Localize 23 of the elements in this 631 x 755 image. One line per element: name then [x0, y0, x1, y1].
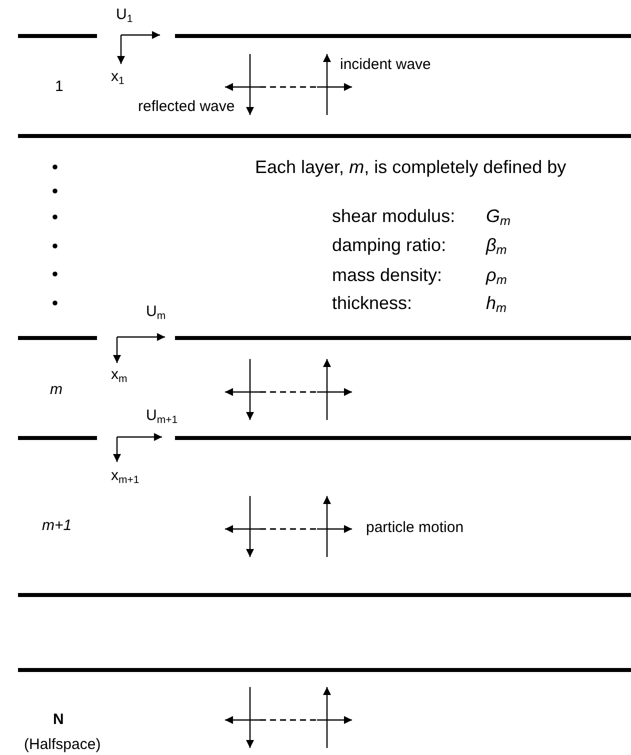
wave-label: incident wave — [340, 56, 431, 74]
layer-number: (Halfspace) — [24, 736, 101, 754]
layer-number: m — [50, 381, 62, 399]
property-symbol: β$_{m}$ — [486, 235, 507, 259]
axis-label: x$_{m}$ — [111, 366, 128, 387]
property-symbol: ρ$_{m}$ — [486, 265, 507, 289]
axis-label: U$_{m+1}$ — [146, 407, 178, 428]
property-symbol: h$_{m}$ — [486, 293, 507, 317]
property-name: thickness: — [332, 293, 412, 313]
description-text: Each layer, m, is completely defined by — [255, 157, 566, 177]
axis-label: U$_{m}$ — [146, 303, 166, 324]
property-name: mass density: — [332, 265, 442, 285]
property-name: damping ratio: — [332, 235, 446, 255]
layer-number: 1 — [55, 78, 64, 96]
wave-label: reflected wave — [138, 98, 235, 116]
property-symbol: G$_{m}$ — [486, 206, 511, 230]
axis-label: x$_{m+1}$ — [111, 467, 140, 488]
property-name: shear modulus: — [332, 206, 456, 226]
axis-label: x$_{1}$ — [111, 68, 124, 89]
layer-number: N — [53, 711, 64, 729]
layer-number: m+1 — [42, 517, 72, 535]
wave-label: particle motion — [366, 519, 464, 537]
axis-label: U$_{1}$ — [116, 6, 133, 27]
